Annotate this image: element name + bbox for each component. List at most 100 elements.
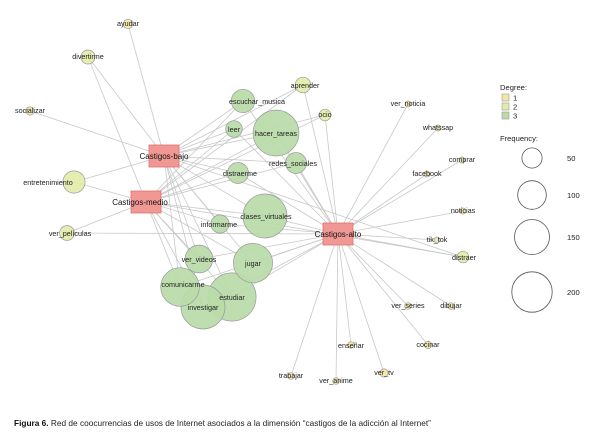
edge-castigos_bajo-ayudar — [127, 23, 165, 157]
edge-castigos_alto-trabajar — [290, 233, 339, 377]
node-label-ver_videos: ver_videos — [182, 255, 217, 264]
edge-castigos_bajo-ocio — [163, 114, 326, 157]
edge-castigos_medio-aprender — [145, 84, 304, 203]
node-leer — [225, 120, 243, 138]
node-escuchar_musica — [230, 88, 256, 114]
node-ver_anime — [332, 377, 340, 385]
edge-castigos_alto-ver_videos — [198, 233, 339, 260]
node-label-ayudar: ayudar — [117, 19, 140, 28]
node-label-trabajar: trabajar — [279, 371, 304, 380]
node-clases_virtuales — [242, 193, 288, 239]
edge-castigos_medio-escuchar_musica — [145, 100, 244, 203]
node-ocio — [318, 108, 332, 122]
edge-castigos_bajo-ver_videos — [163, 155, 200, 260]
edge-castigos_alto-dibujar — [337, 233, 452, 307]
legend-frequency-circle-150 — [514, 219, 550, 255]
legend-frequency-label-150: 150 — [567, 233, 580, 242]
legend-degree-title: Degree: — [500, 83, 527, 92]
caption-prefix: Figura 6. — [14, 418, 49, 428]
edge-castigos_alto-ver_anime — [335, 233, 339, 382]
edge-castigos_medio-redes_sociales — [145, 162, 297, 203]
node-label-estudiar: estudiar — [219, 293, 245, 302]
node-whatssap — [434, 124, 442, 132]
node-label-tik_tok: tik_tok — [427, 235, 448, 244]
node-label-divertirme: divertirme — [72, 52, 104, 61]
edge-castigos_medio-leer — [145, 128, 235, 203]
node-ver_noticia — [404, 100, 412, 108]
node-label-cocinar: cocinar — [416, 340, 440, 349]
legend-frequency-circle-200 — [511, 271, 553, 313]
node-label-ocio: ocio — [318, 110, 331, 119]
node-label-informarme: informarme — [201, 220, 237, 229]
node-label-distraerme: distraerme — [223, 169, 257, 178]
legend-frequency-label-100: 100 — [567, 191, 580, 200]
node-label-ensenar: enseñar — [338, 341, 365, 350]
node-informarme — [210, 214, 230, 234]
legend-frequency-title: Frequency: — [500, 134, 538, 143]
edge-castigos_alto-comprar — [337, 159, 463, 235]
node-label-entretenimiento: entretenimiento — [23, 178, 73, 187]
legend-frequency-label-50: 50 — [567, 154, 575, 163]
edge-castigos_bajo-comunicarme — [163, 155, 181, 288]
legend-degree-label-3: 3 — [513, 112, 517, 121]
edge-castigos_medio-hacer_tareas — [145, 132, 277, 203]
node-aprender — [294, 76, 312, 94]
node-ensenar — [347, 341, 355, 349]
node-label-escuchar_musica: escuchar_musica — [229, 97, 285, 106]
legend-frequency-circle-50 — [521, 147, 543, 169]
caption-text: Red de coocurrencias de usos de Internet… — [48, 418, 431, 428]
node-label-hacer_tareas: hacer_tareas — [255, 129, 297, 138]
edge-castigos_medio-distraer — [145, 201, 464, 258]
legend-degree-swatch-2 — [501, 102, 510, 111]
edge-castigos_alto-redes_sociales — [295, 162, 339, 235]
edge-castigos_bajo-divertirme — [87, 56, 165, 157]
edge-castigos_alto-whatssap — [337, 127, 439, 235]
node-distraer — [456, 250, 470, 264]
hub-node-castigos_bajo — [148, 144, 180, 168]
node-label-clases_virtuales: clases_virtuales — [240, 212, 292, 221]
edge-castigos_alto-ver_tv — [337, 233, 385, 374]
node-label-leer: leer — [228, 125, 241, 134]
edge-castigos_alto-ver_peliculas — [66, 232, 339, 235]
node-label-dibujar: dibujar — [440, 301, 462, 310]
node-trabajar — [287, 372, 295, 380]
node-comprar — [458, 156, 466, 164]
node-noticias — [459, 207, 467, 215]
node-label-investigar: investigar — [188, 303, 219, 312]
node-label-comprar: comprar — [449, 155, 476, 164]
legend-degree-swatch-3 — [501, 111, 510, 120]
hub-node-castigos_alto — [322, 222, 354, 246]
nodes-layer — [25, 18, 470, 385]
edge-castigos_bajo-redes_sociales — [163, 155, 297, 164]
legend-frequency-label-200: 200 — [567, 288, 580, 297]
node-label-socializar: socializar — [15, 106, 46, 115]
edge-castigos_alto-distraerme — [237, 172, 339, 235]
node-label-ver_anime: ver_anime — [319, 376, 353, 385]
node-ver_tv — [379, 368, 389, 378]
node-divertirme — [80, 49, 96, 65]
edge-castigos_alto-tik_tok — [337, 233, 438, 241]
node-label-comunicarme: comunicarme — [161, 280, 204, 289]
node-label-whatssap: whatssap — [422, 123, 453, 132]
node-entretenimiento — [62, 170, 86, 194]
node-label-ver_noticia: ver_noticia — [391, 99, 426, 108]
legend-degree-label-2: 2 — [513, 103, 517, 112]
node-label-ver_series: ver_series — [391, 301, 425, 310]
edges-layer — [29, 23, 464, 382]
legend: Degree: 123 Frequency: 50 100 150 200 — [500, 83, 580, 313]
node-ver_videos — [184, 244, 214, 274]
edge-castigos_alto-ver_noticia — [337, 103, 409, 235]
node-label-castigos_alto: Castigos-alto — [315, 230, 362, 239]
node-jugar — [233, 243, 273, 283]
node-dibujar — [447, 302, 455, 310]
node-label-noticias: noticias — [451, 206, 476, 215]
node-cocinar — [423, 340, 433, 350]
figure-caption: Figura 6. Red de coocurrencias de usos d… — [14, 418, 589, 428]
node-comunicarme — [160, 267, 200, 307]
edge-castigos_alto-noticias — [337, 210, 464, 235]
node-facebook — [423, 170, 431, 178]
edge-castigos_alto-aprender — [302, 84, 339, 235]
legend-degree-label-1: 1 — [513, 94, 517, 103]
edge-castigos_alto-distraer — [337, 233, 464, 258]
